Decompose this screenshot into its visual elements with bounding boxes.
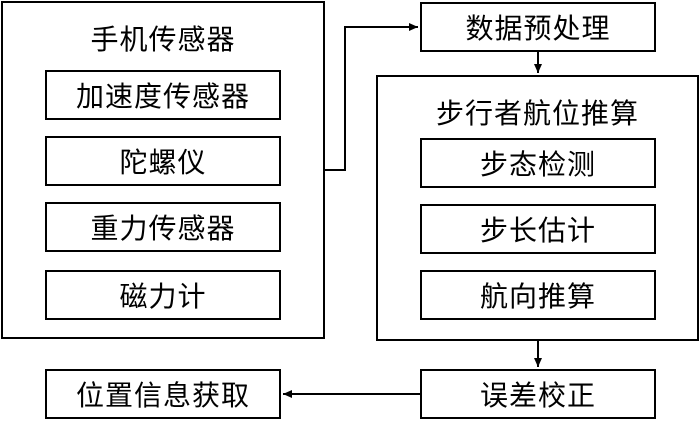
pdr-step-detection: 步态检测: [420, 138, 656, 188]
pdr-heading: 航向推算: [420, 270, 656, 320]
pdr-group: [376, 75, 699, 341]
error-correction-box: 误差校正: [420, 369, 656, 419]
sensors-group: [1, 1, 325, 339]
sensors-group-title: 手机传感器: [90, 23, 236, 56]
sensor-magnetometer: 磁力计: [45, 270, 281, 320]
sensor-gyroscope: 陀螺仪: [45, 136, 281, 186]
arrow-sensors-to-preprocess: [325, 23, 418, 171]
pdr-step-length: 步长估计: [420, 204, 656, 254]
preprocess-box: 数据预处理: [420, 2, 656, 52]
sensor-gravity: 重力传感器: [45, 202, 281, 252]
sensor-accelerometer: 加速度传感器: [45, 70, 281, 120]
location-box: 位置信息获取: [45, 369, 281, 419]
pdr-group-title: 步行者航位推算: [435, 97, 639, 130]
